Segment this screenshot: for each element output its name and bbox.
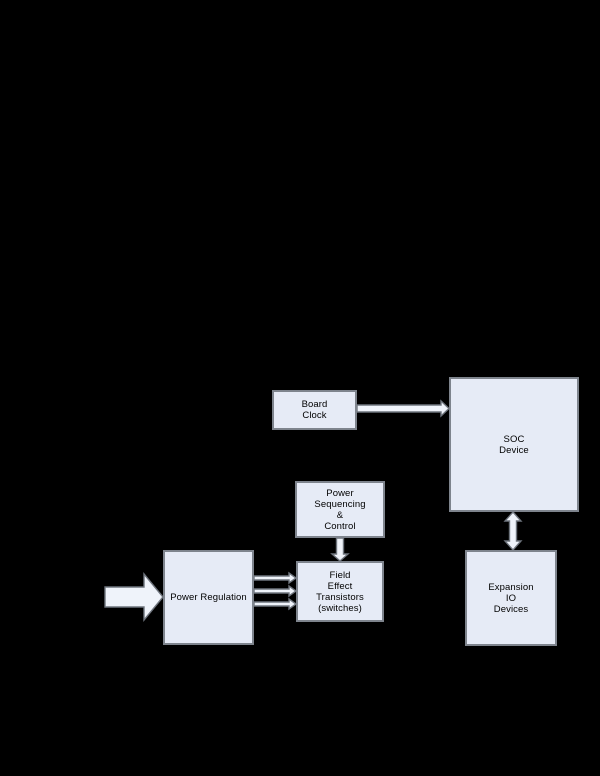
board-clock-label: Board [301, 399, 328, 410]
power-reg-to-fet-arrow-3 [253, 597, 298, 611]
power-reg-to-fet-arrow-1 [253, 571, 298, 585]
power-sequencing-label: Power [326, 487, 354, 499]
fet-label: Transistors [316, 591, 364, 603]
power-sequencing-label: Control [324, 520, 356, 532]
soc-device-box: SOC Device [449, 377, 579, 512]
fet-label: Effect [327, 580, 353, 592]
expansion-io-label: Expansion [488, 581, 534, 593]
power-sequencing-label: & [336, 509, 344, 521]
power-sequencing-box: Power Sequencing & Control [295, 481, 385, 538]
power-regulation-box: Power Regulation [163, 550, 254, 645]
expansion-io-box: Expansion IO Devices [465, 550, 557, 646]
power-input-block-arrow [104, 572, 164, 622]
expansion-io-label: Devices [493, 603, 529, 615]
power-regulation-label: Power Regulation [170, 592, 247, 603]
power-seq-to-fet-arrow [330, 537, 350, 562]
power-sequencing-label: Sequencing [314, 498, 366, 510]
board-clock-box: Board Clock [272, 390, 357, 430]
fet-box: Field Effect Transistors (switches) [296, 561, 384, 622]
fet-label: (switches) [318, 602, 362, 614]
power-reg-to-fet-arrow-2 [253, 584, 298, 598]
board-clock-label: Clock [302, 410, 327, 421]
board-clock-to-soc-arrow [356, 399, 451, 418]
soc-device-label: Device [499, 444, 529, 456]
expansion-io-label: IO [505, 592, 517, 604]
soc-expansion-double-arrow [503, 510, 523, 552]
fet-label: Field [329, 569, 351, 581]
soc-device-label: SOC [503, 433, 525, 445]
